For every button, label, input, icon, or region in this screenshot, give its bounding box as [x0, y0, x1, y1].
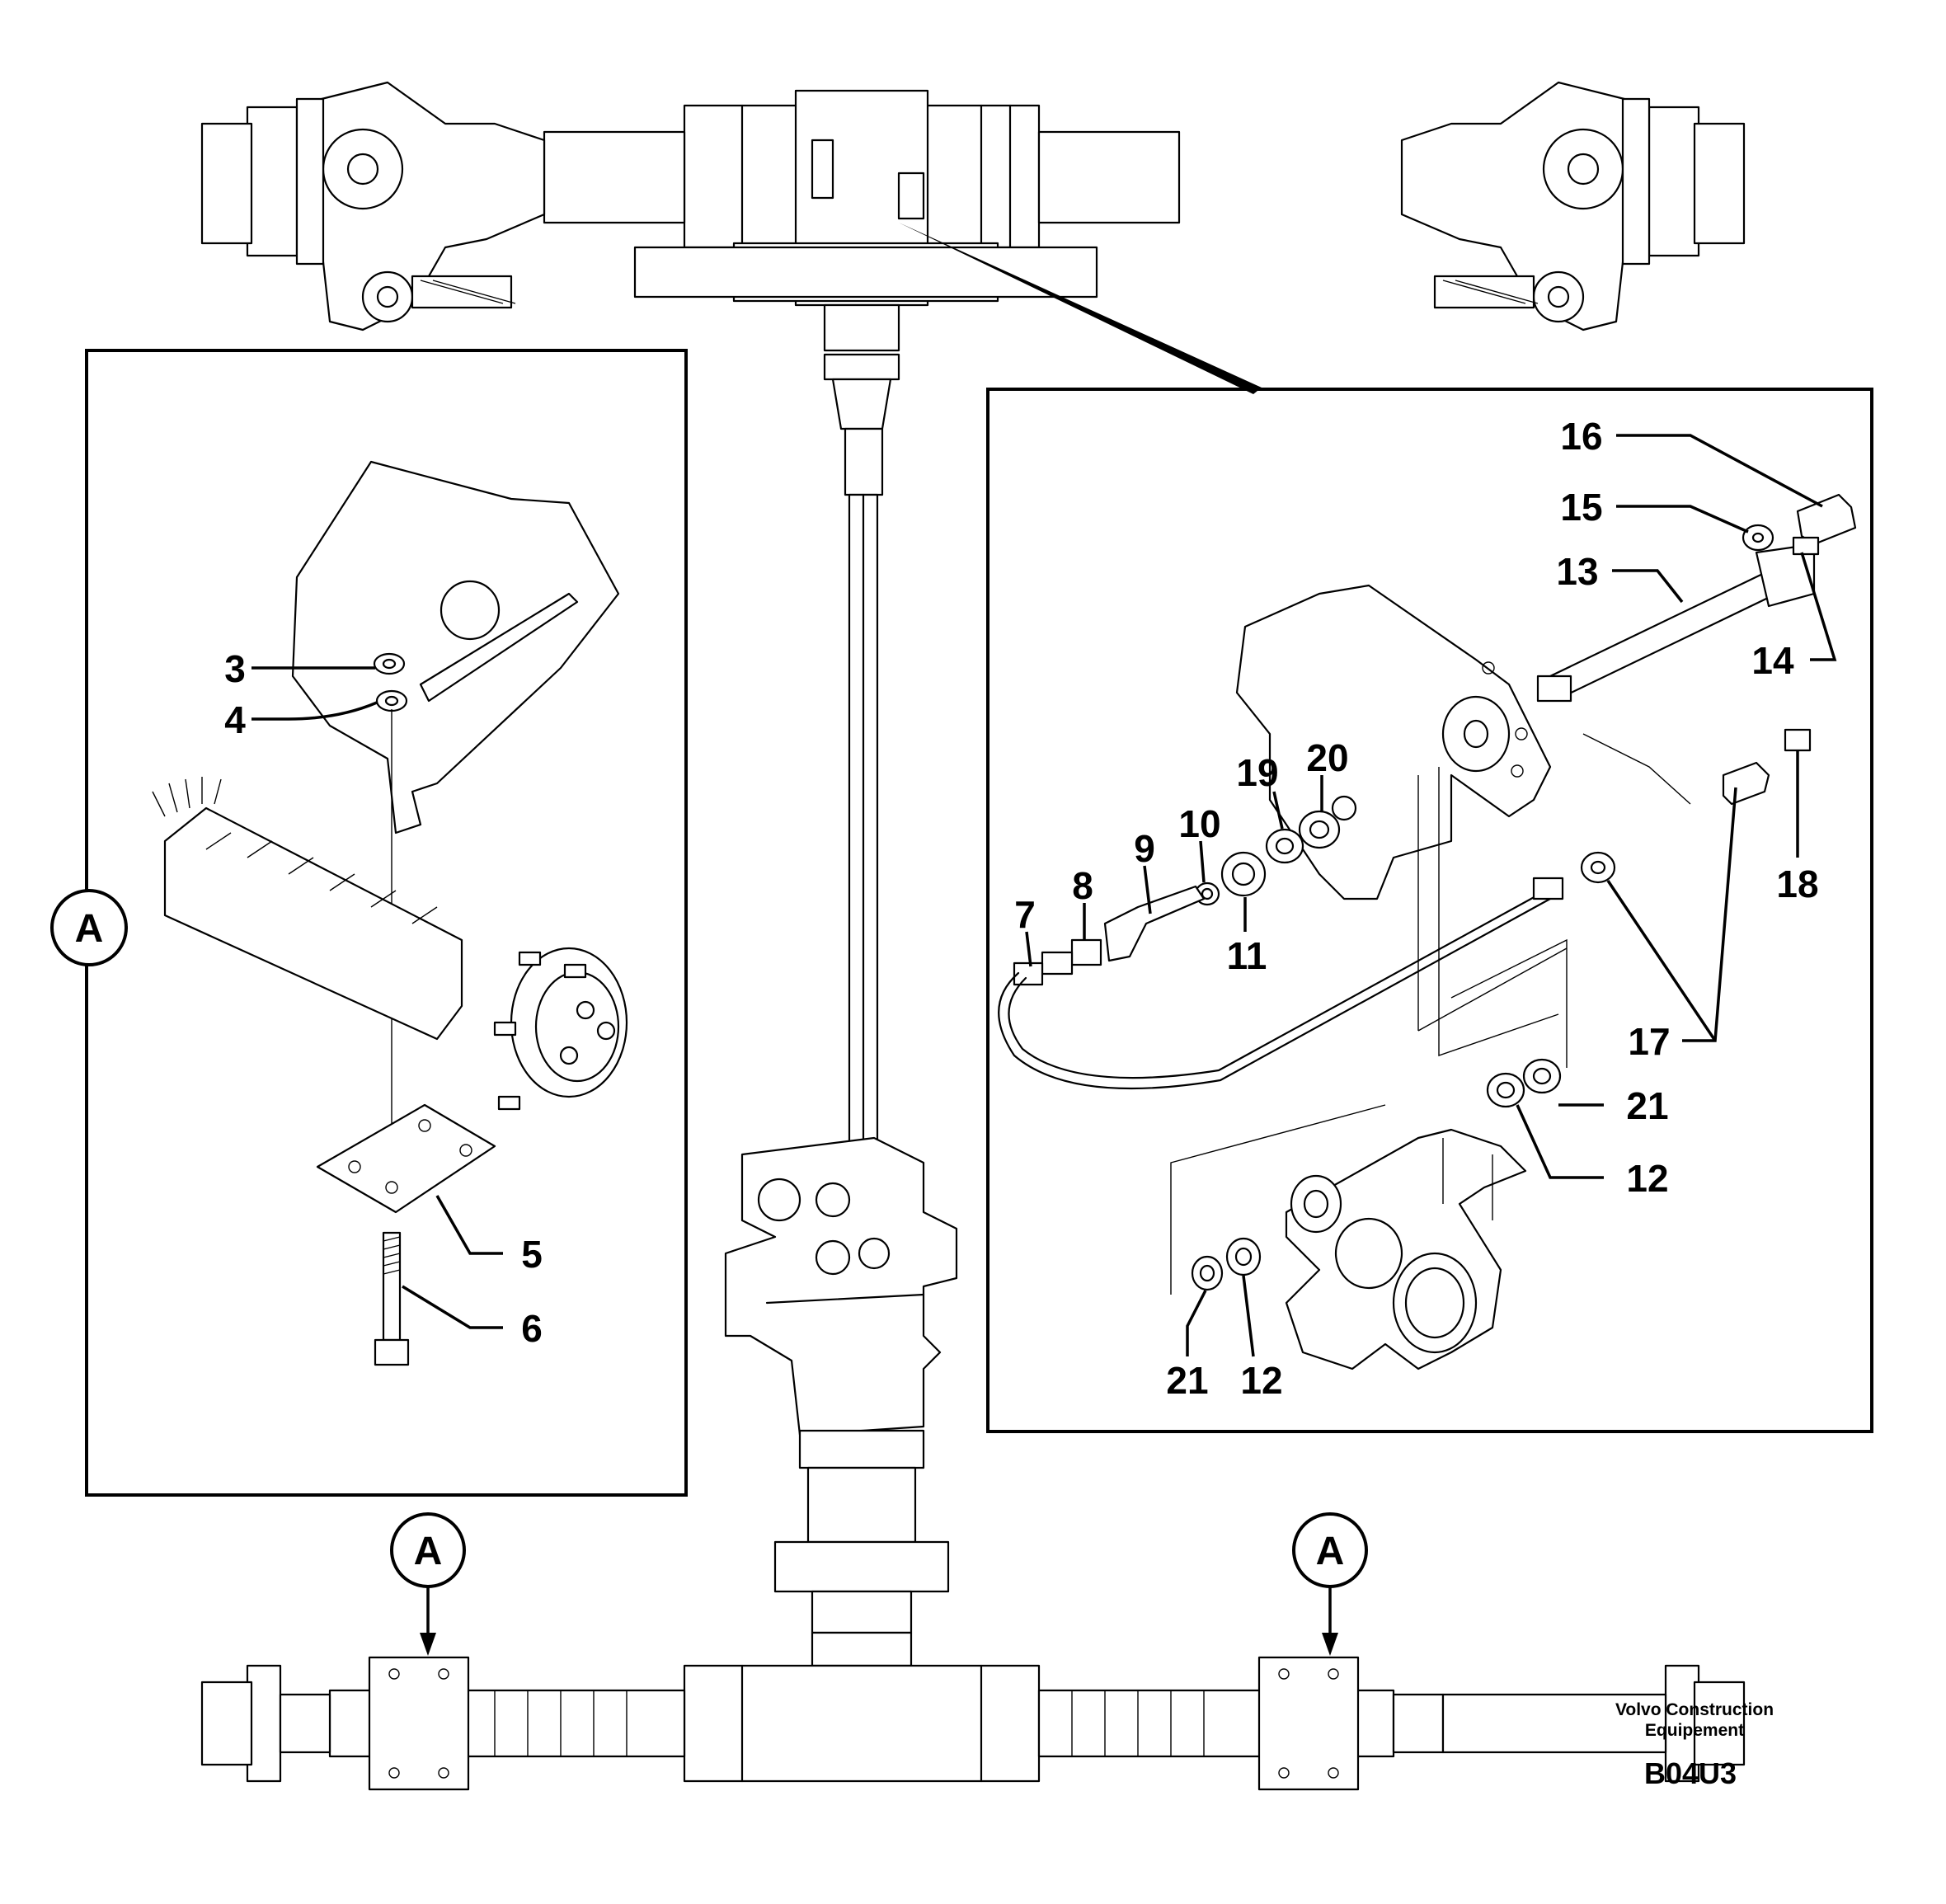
detail-ref-a-left: A: [50, 889, 128, 966]
callout-14-label: 14: [1751, 639, 1794, 682]
callout-3: 3: [224, 647, 375, 690]
callout-6-label: 6: [521, 1307, 543, 1350]
callout-4: 4: [224, 698, 378, 741]
callout-11: 11: [1227, 897, 1267, 977]
detail-ref-a-bottom-left-label: A: [414, 1530, 443, 1573]
callout-21-upper: 21: [1558, 1084, 1669, 1127]
callout-13-label: 13: [1556, 550, 1598, 593]
callout-12-upper-label: 12: [1626, 1157, 1668, 1200]
front-axle-drawing: [200, 81, 1746, 430]
detail-ref-a-bottom-left: A: [390, 1512, 466, 1656]
callout-8: 8: [1072, 864, 1093, 940]
drive-shaft-drawing: [724, 427, 958, 1667]
callout-8-label: 8: [1072, 864, 1093, 907]
brand-line-2: Equipement: [1645, 1721, 1744, 1740]
detail-ref-a-bottom-right: A: [1292, 1512, 1368, 1656]
callout-13: 13: [1556, 550, 1684, 604]
callout-11-label: 11: [1227, 934, 1267, 977]
callout-21-lower: 21: [1166, 1290, 1209, 1402]
callout-21-upper-label: 21: [1626, 1084, 1668, 1127]
differential-detail-drawing: [998, 493, 1857, 1370]
callout-21-lower-label: 21: [1166, 1359, 1208, 1402]
callout-5: 5: [435, 1195, 543, 1276]
callout-12-lower-label: 12: [1240, 1359, 1282, 1402]
callout-4-label: 4: [224, 698, 246, 741]
callout-7: 7: [1014, 893, 1036, 967]
drawing-code: B04U3: [1644, 1756, 1737, 1790]
callout-18-label: 18: [1776, 863, 1818, 905]
callout-10: 10: [1178, 802, 1221, 883]
callout-14: 14: [1751, 552, 1837, 682]
rear-axle-drawing: [200, 1656, 1746, 1791]
callout-10-label: 10: [1178, 802, 1220, 845]
detail-ref-a-bottom-right-label: A: [1316, 1530, 1345, 1573]
callout-16-label: 16: [1560, 415, 1602, 458]
callout-15: 15: [1560, 486, 1749, 534]
callout-20: 20: [1306, 736, 1349, 812]
brand-line-1: Volvo Construction: [1615, 1700, 1774, 1719]
callout-3-label: 3: [224, 647, 246, 690]
callout-9-label: 9: [1134, 827, 1155, 870]
callout-17: 17: [1606, 787, 1737, 1063]
callout-17-label: 17: [1628, 1020, 1670, 1063]
callout-7-label: 7: [1014, 893, 1036, 936]
detail-ref-a-left-label: A: [75, 907, 104, 951]
callout-12-upper: 12: [1516, 1104, 1669, 1200]
callout-9: 9: [1134, 827, 1155, 914]
callout-5-label: 5: [521, 1233, 543, 1276]
callout-12-lower: 12: [1240, 1275, 1283, 1402]
callout-19: 19: [1236, 751, 1284, 830]
detail-a-drawing: [152, 460, 628, 1366]
callout-6: 6: [402, 1285, 543, 1350]
callout-18: 18: [1776, 750, 1819, 905]
callout-20-label: 20: [1306, 736, 1348, 779]
callout-15-label: 15: [1560, 486, 1602, 529]
callout-16: 16: [1560, 415, 1823, 508]
footer-brand: Volvo Construction Equipement B04U3: [1615, 1700, 1774, 1790]
callout-19-label: 19: [1236, 751, 1278, 794]
detail-frame-differential: [986, 388, 1873, 1433]
